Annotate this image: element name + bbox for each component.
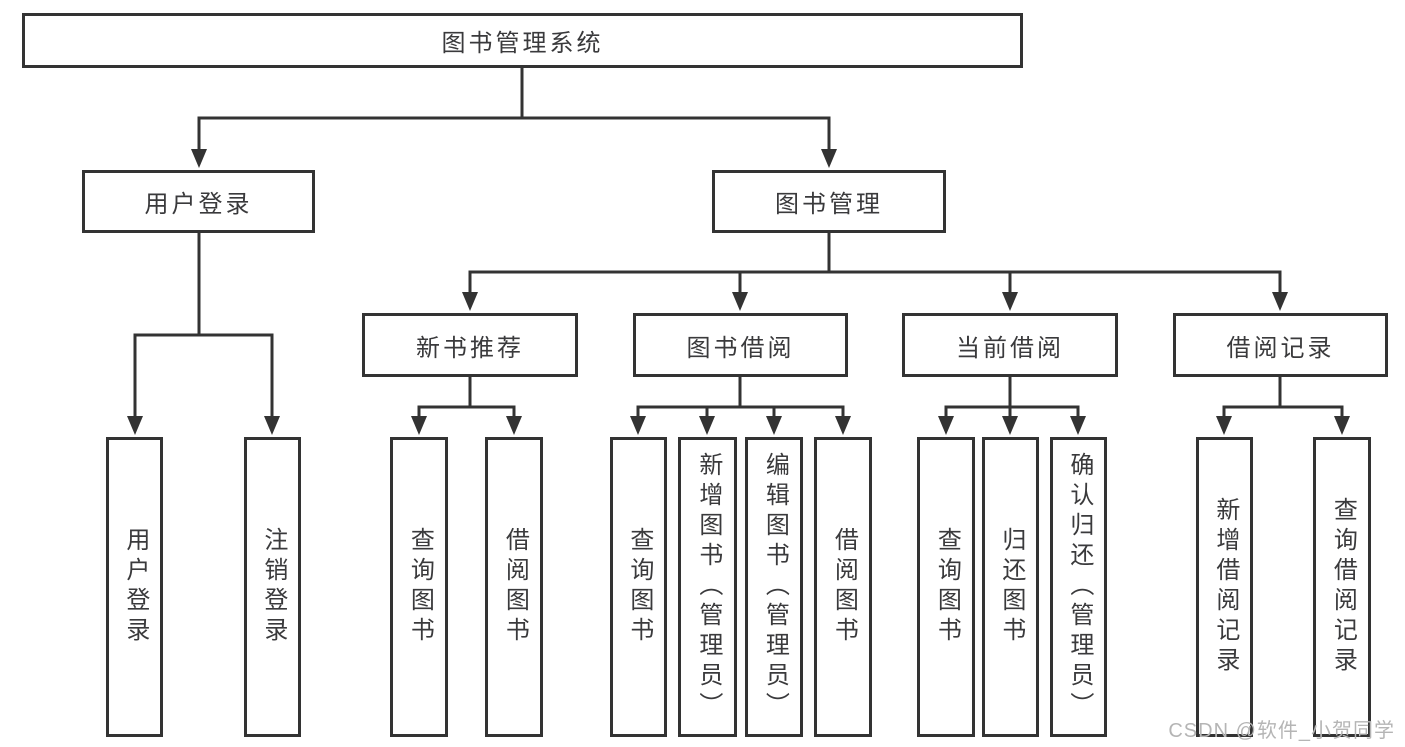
leaf-recommend-query-book-label: 查询图书 <box>406 527 434 647</box>
leaf-borrow-borrow-book-label: 借阅图书 <box>830 527 858 647</box>
watermark: CSDN @软件_小贺同学 <box>1168 720 1395 742</box>
node-book-management-label: 图书管理 <box>775 191 883 218</box>
leaf-current-confirm-return-label: 确认归还（管理员） <box>1065 452 1093 722</box>
leaf-borrow-add-book-label: 新增图书（管理员） <box>694 452 722 722</box>
node-book-management: 图书管理 <box>712 170 946 233</box>
leaf-borrow-edit-book-label: 编辑图书（管理员） <box>761 452 789 722</box>
leaf-logout-label: 注销登录 <box>259 527 287 647</box>
leaf-borrow-borrow-book: 借阅图书 <box>814 437 872 737</box>
leaf-current-confirm-return: 确认归还（管理员） <box>1050 437 1107 737</box>
node-borrow-records: 借阅记录 <box>1173 313 1388 377</box>
node-root-label: 图书管理系统 <box>441 30 604 57</box>
node-new-book-recommend: 新书推荐 <box>362 313 578 377</box>
leaf-current-query-book: 查询图书 <box>917 437 975 737</box>
leaf-borrow-query-book-label: 查询图书 <box>625 527 653 647</box>
node-user-login: 用户登录 <box>82 170 315 233</box>
leaf-logout: 注销登录 <box>244 437 301 737</box>
leaf-records-query-record-label: 查询借阅记录 <box>1329 497 1357 677</box>
leaf-current-return-book: 归还图书 <box>982 437 1039 737</box>
leaf-recommend-borrow-book: 借阅图书 <box>485 437 543 737</box>
node-borrow-records-label: 借阅记录 <box>1226 334 1335 362</box>
node-current-borrow-label: 当前借阅 <box>956 334 1064 362</box>
leaf-user-login: 用户登录 <box>106 437 163 737</box>
leaf-borrow-query-book: 查询图书 <box>610 437 667 737</box>
leaf-borrow-edit-book: 编辑图书（管理员） <box>745 437 803 737</box>
leaf-recommend-query-book: 查询图书 <box>390 437 448 737</box>
leaf-records-add-record: 新增借阅记录 <box>1196 437 1253 737</box>
leaf-recommend-borrow-book-label: 借阅图书 <box>501 527 529 647</box>
leaf-current-return-book-label: 归还图书 <box>997 527 1025 647</box>
leaf-current-query-book-label: 查询图书 <box>933 527 961 647</box>
node-book-borrow: 图书借阅 <box>633 313 848 377</box>
leaf-user-login-label: 用户登录 <box>121 527 149 647</box>
node-user-login-label: 用户登录 <box>144 191 253 218</box>
leaf-borrow-add-book: 新增图书（管理员） <box>678 437 737 737</box>
node-book-borrow-label: 图书借阅 <box>686 334 795 362</box>
node-new-book-recommend-label: 新书推荐 <box>416 334 524 362</box>
leaf-records-add-record-label: 新增借阅记录 <box>1211 497 1239 677</box>
node-current-borrow: 当前借阅 <box>902 313 1118 377</box>
node-root: 图书管理系统 <box>22 13 1023 68</box>
leaf-records-query-record: 查询借阅记录 <box>1313 437 1371 737</box>
